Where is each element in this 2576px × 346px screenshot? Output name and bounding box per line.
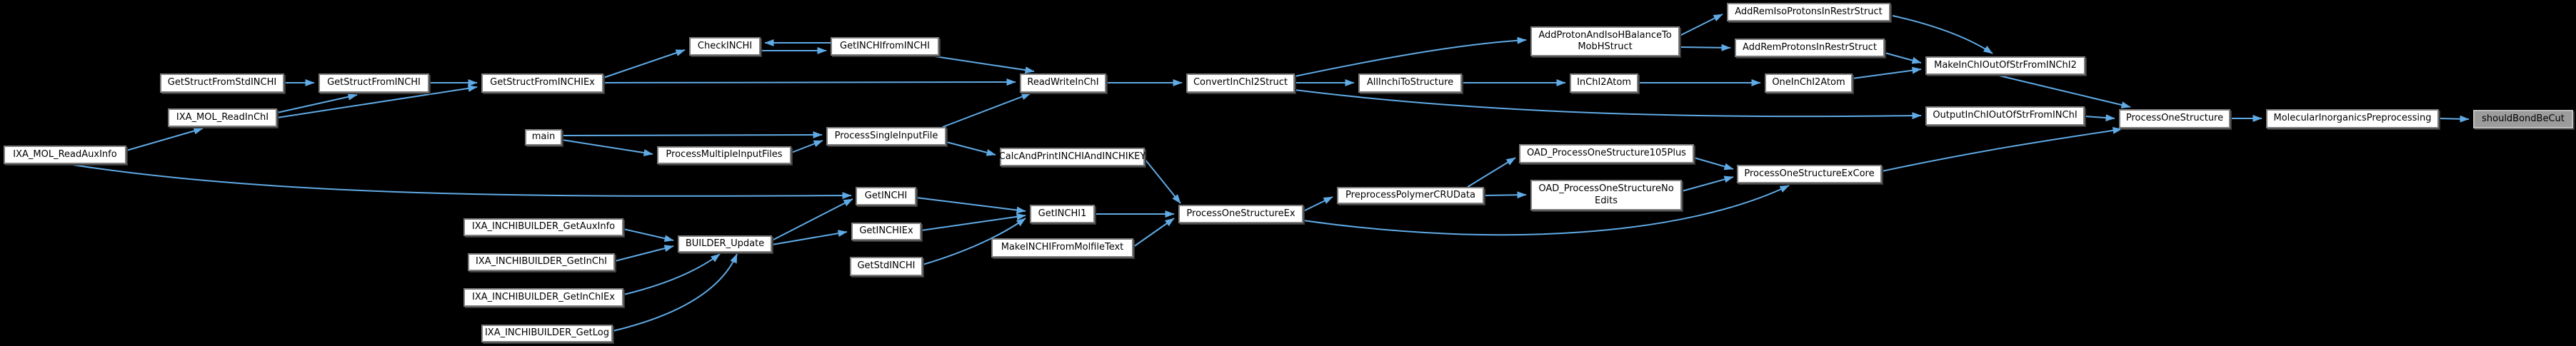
node-one-inchi2atom[interactable]: OneInChI2Atom bbox=[1765, 73, 1853, 93]
edge-add-proton-and-iso-h-balance-to-mob-h-struct-to-add-rem-protons-in-restr-struct bbox=[1679, 44, 1731, 51]
edge-add-rem-iso-protons-in-restr-struct-to-make-inchi-out-of-str-from-inchi2 bbox=[1892, 15, 1993, 54]
node-get-inchi[interactable]: GetINCHI bbox=[856, 187, 916, 205]
edge-main-to-process-multiple-input-files bbox=[561, 139, 653, 156]
node-get-struct-from-inchi[interactable]: GetStructFromINCHI bbox=[319, 73, 429, 93]
node-ixa-inchibuilder-get-inchi[interactable]: IXA_INCHIBUILDER_GetInChI bbox=[468, 253, 615, 271]
node-ixa-mol-read-aux-info[interactable]: IXA_MOL_ReadAuxInfo bbox=[4, 146, 126, 164]
edge-ixa-mol-read-aux-info-to-ixa-mol-read-inchi bbox=[126, 127, 204, 151]
edge-group bbox=[67, 14, 2470, 332]
edge-ixa-mol-read-aux-info-to-get-inchi bbox=[67, 163, 852, 200]
edge-calc-and-print-inchi-and-inchikey-to-process-one-structure-ex bbox=[1144, 158, 1181, 204]
node-builder-update[interactable]: BUILDER_Update bbox=[678, 235, 772, 253]
node-add-rem-protons-in-restr-struct[interactable]: AddRemProtonsInRestrStruct bbox=[1735, 39, 1885, 57]
node-get-std-inchi[interactable]: GetStdINCHI bbox=[850, 257, 923, 276]
edge-process-single-input-file-to-calc-and-print-inchi-and-inchikey bbox=[946, 141, 996, 156]
edge-get-struct-from-inchi-ex-to-read-write-inchi bbox=[603, 78, 1016, 86]
node-get-struct-from-std-inchi[interactable]: GetStructFromStdINCHI bbox=[160, 73, 284, 93]
node-ixa-inchibuilder-get-aux-info[interactable]: IXA_INCHIBUILDER_GetAuxInfo bbox=[463, 218, 623, 236]
node-add-proton-and-iso-h-balance-to-mob-h-struct[interactable]: AddProtonAndIsoHBalanceTo MobHStruct bbox=[1530, 26, 1680, 56]
edge-process-one-structure-ex-to-preprocess-polymer-cru-data bbox=[1303, 196, 1333, 212]
node-get-struct-from-inchi-ex[interactable]: GetStructFromINCHIEx bbox=[481, 73, 603, 93]
edge-oad-process-one-structure-105-plus-to-process-one-structure-ex-core bbox=[1693, 157, 1734, 171]
edge-add-proton-and-iso-h-balance-to-mob-h-struct-to-add-rem-iso-protons-in-restr-struct bbox=[1679, 14, 1723, 36]
node-convert-inchi2struct[interactable]: ConvertInChI2Struct bbox=[1186, 73, 1295, 93]
edge-process-multiple-input-files-to-process-single-input-file bbox=[791, 140, 823, 153]
edge-one-inchi2atom-to-make-inchi-out-of-str-from-inchi2 bbox=[1852, 66, 1922, 79]
node-oad-process-one-structure-no-edits[interactable]: OAD_ProcessOneStructureNo Edits bbox=[1530, 180, 1682, 210]
node-process-one-structure[interactable]: ProcessOneStructure bbox=[2119, 109, 2230, 128]
edge-get-struct-from-inchi-ex-to-check-inchi bbox=[603, 49, 686, 78]
node-get-inchi1[interactable]: GetINCHI1 bbox=[1030, 205, 1095, 223]
edge-ixa-inchibuilder-get-inchi-ex-to-builder-update bbox=[623, 253, 721, 295]
edge-preprocess-polymer-cru-data-to-oad-process-one-structure-105-plus bbox=[1467, 157, 1516, 188]
edge-ixa-inchibuilder-get-log-to-builder-update bbox=[612, 253, 738, 332]
edge-process-one-structure-ex-core-to-process-one-structure bbox=[1881, 126, 2123, 172]
node-oad-process-one-structure-105-plus[interactable]: OAD_ProcessOneStructure105Plus bbox=[1519, 144, 1694, 163]
edge-oad-process-one-structure-no-edits-to-process-one-structure-ex-core bbox=[1681, 175, 1734, 192]
node-process-one-structure-ex[interactable]: ProcessOneStructureEx bbox=[1178, 205, 1303, 223]
edge-ixa-mol-read-inchi-to-get-struct-from-inchi bbox=[276, 93, 358, 113]
edge-ixa-inchibuilder-get-inchi-to-builder-update bbox=[614, 245, 674, 262]
edge-builder-update-to-get-inchi-ex bbox=[771, 230, 848, 245]
node-preprocess-polymer-cru-data[interactable]: PreprocessPolymerCRUData bbox=[1337, 187, 1484, 204]
node-get-inchi-from-inchi[interactable]: GetINCHIfromINCHI bbox=[831, 37, 939, 56]
edge-main-to-process-single-input-file bbox=[561, 131, 823, 139]
edge-get-inchi-to-get-inchi1 bbox=[916, 197, 1026, 214]
edge-output-inchi-out-of-str-from-inchi-to-process-one-structure bbox=[2084, 114, 2115, 122]
edge-ixa-inchibuilder-get-aux-info-to-builder-update bbox=[623, 228, 674, 243]
node-inchi2atom[interactable]: InChI2Atom bbox=[1570, 73, 1638, 93]
node-calc-and-print-inchi-and-inchikey[interactable]: CalcAndPrintINCHIAndINCHIKEY bbox=[999, 148, 1146, 166]
edge-molecular-inorganics-preprocessing-to-should-bond-be-cut bbox=[2438, 115, 2470, 123]
edge-add-rem-protons-in-restr-struct-to-make-inchi-out-of-str-from-inchi2 bbox=[1884, 52, 1922, 64]
edge-get-inchi-from-inchi-to-read-write-inchi bbox=[929, 55, 1035, 74]
node-add-rem-iso-protons-in-restr-struct[interactable]: AddRemIsoProtonsInRestrStruct bbox=[1727, 3, 1890, 21]
node-output-inchi-out-of-str-from-inchi[interactable]: OutputInChIOutOfStrFromINChI bbox=[1925, 106, 2085, 126]
node-main[interactable]: main bbox=[525, 129, 562, 146]
edge-make-inchi-out-of-str-from-inchi2-to-process-one-structure bbox=[1995, 74, 2131, 108]
node-process-one-structure-ex-core[interactable]: ProcessOneStructureExCore bbox=[1737, 165, 1882, 183]
edge-make-inchi-from-molfile-text-to-process-one-structure-ex bbox=[1133, 218, 1175, 248]
node-ixa-inchibuilder-get-log[interactable]: IXA_INCHIBUILDER_GetLog bbox=[481, 325, 613, 342]
edge-get-inchi-ex-to-get-inchi1 bbox=[921, 213, 1026, 231]
node-make-inchi-from-molfile-text[interactable]: MakeINCHIFromMolfileText bbox=[991, 238, 1133, 258]
node-molecular-inorganics-preprocessing[interactable]: MolecularInorganicsPreprocessing bbox=[2266, 109, 2439, 128]
node-process-single-input-file[interactable]: ProcessSingleInputFile bbox=[826, 127, 946, 146]
edge-process-single-input-file-to-read-write-inchi bbox=[942, 93, 1031, 128]
edge-convert-inchi2struct-to-output-inchi-out-of-str-from-inchi bbox=[1294, 89, 1922, 120]
edge-ixa-mol-read-inchi-to-get-struct-from-inchi-ex bbox=[276, 84, 478, 118]
edge-convert-inchi2struct-to-add-proton-and-iso-h-balance-to-mob-h-struct bbox=[1294, 36, 1527, 77]
node-ixa-mol-read-inchi[interactable]: IXA_MOL_ReadInChI bbox=[168, 108, 277, 127]
node-check-inchi[interactable]: CheckINCHI bbox=[689, 37, 761, 56]
node-ixa-inchibuilder-get-inchi-ex[interactable]: IXA_INCHIBUILDER_GetInChIEx bbox=[463, 288, 623, 307]
node-read-write-inchi[interactable]: ReadWriteInChI bbox=[1020, 73, 1106, 93]
edge-process-one-structure-ex-to-process-one-structure-ex-core bbox=[1303, 185, 1790, 236]
edge-get-std-inchi-to-get-inchi1 bbox=[922, 218, 1026, 265]
node-all-inchi-to-structure[interactable]: AllInchiToStructure bbox=[1358, 73, 1462, 93]
node-make-inchi-out-of-str-from-inchi2[interactable]: MakeInChIOutOfStrFromINChI2 bbox=[1925, 56, 2085, 75]
node-should-bond-be-cut: shouldBondBeCut bbox=[2473, 110, 2573, 128]
node-process-multiple-input-files[interactable]: ProcessMultipleInputFiles bbox=[657, 146, 791, 164]
edge-builder-update-to-get-inchi bbox=[771, 198, 853, 241]
node-get-inchi-ex[interactable]: GetINCHIEx bbox=[851, 223, 921, 240]
